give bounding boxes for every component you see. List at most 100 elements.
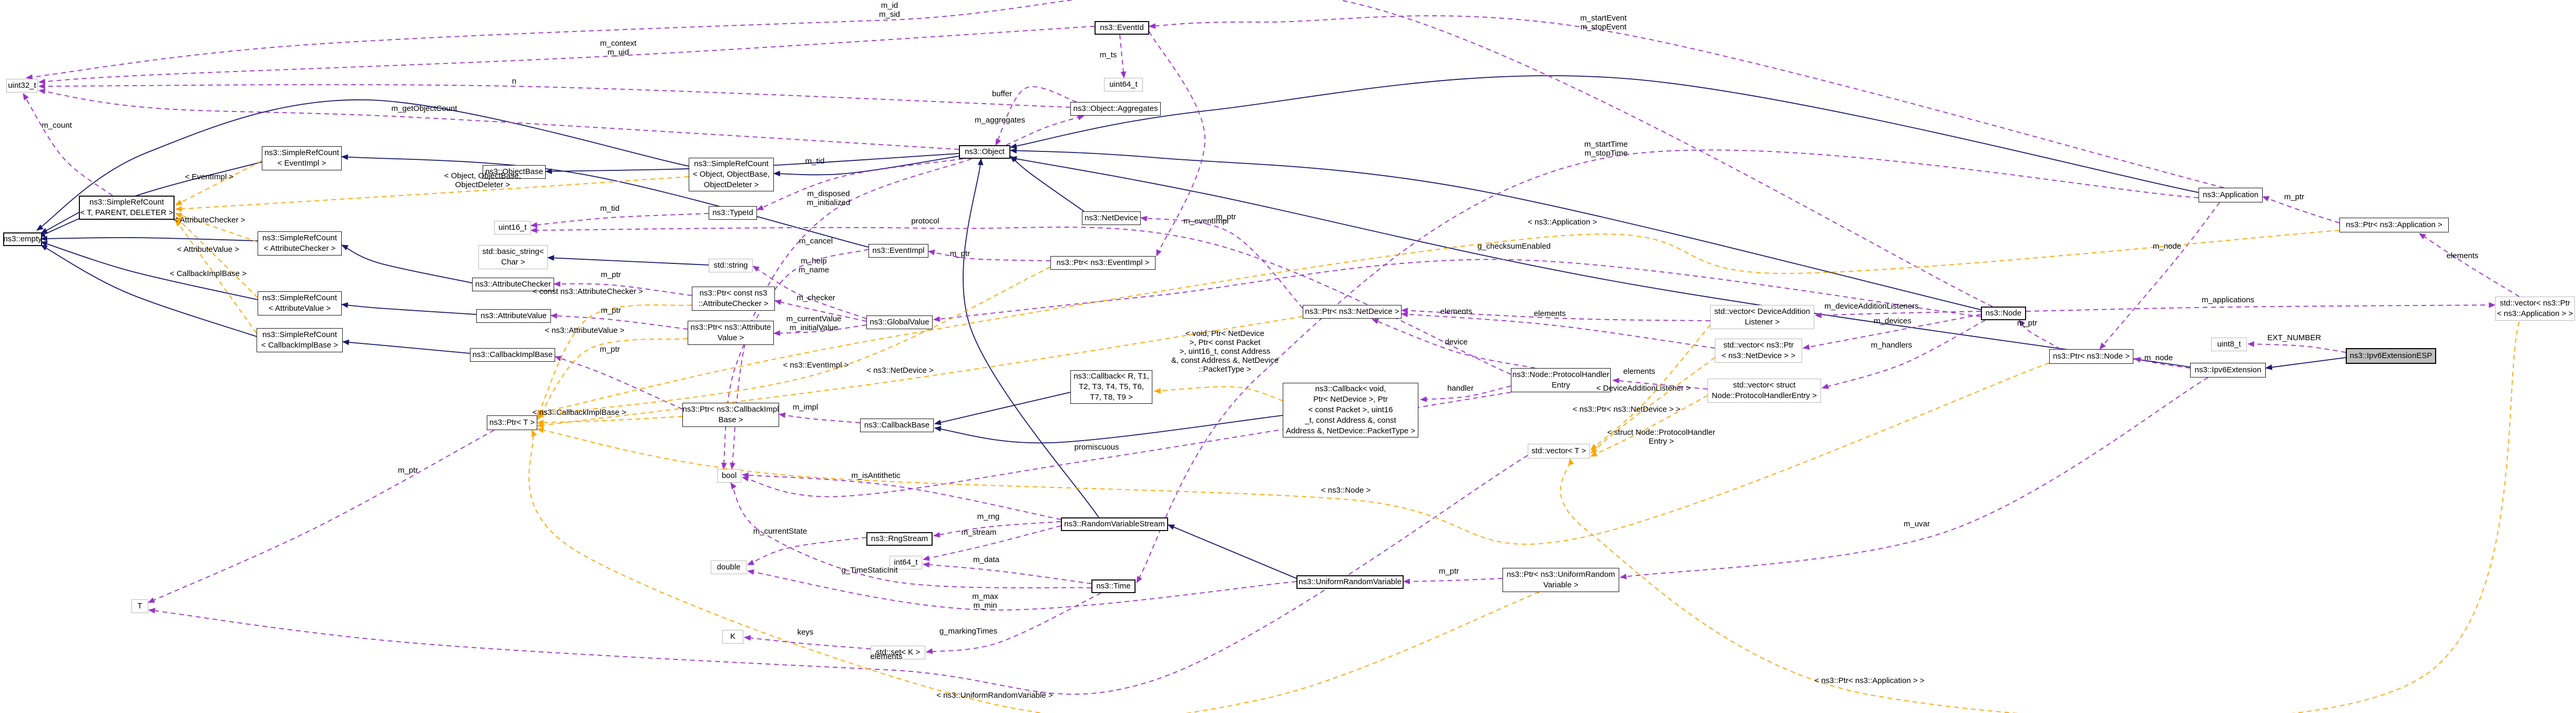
node-aggr[interactable]: ns3::Object::Aggregates: [1070, 102, 1161, 116]
edge-srcTPD-empty: [40, 212, 79, 234]
node-cbase[interactable]: ns3::CallbackBase: [860, 419, 934, 432]
node-label-line: ns3::Callback< R, T1,: [1074, 372, 1149, 381]
edge-label-vecDAL-vecT: < DeviceAdditionListener >: [1596, 384, 1690, 393]
edge-object-aggr: [1006, 115, 1085, 146]
node-srcEvent[interactable]: ns3::SimpleRefCount< EventImpl >: [262, 146, 342, 170]
node-label-line: Node::ProtocolHandlerEntry >: [1712, 391, 1817, 400]
node-netdev[interactable]: ns3::NetDevice: [1082, 211, 1141, 225]
node-empty[interactable]: ns3::empty: [3, 232, 42, 246]
node-rvs[interactable]: ns3::RandomVariableStream: [1061, 517, 1168, 531]
node-ptrCAC[interactable]: ns3::Ptr< const ns3::AttributeChecker >: [692, 287, 775, 311]
edge-label-line: < AttributeChecker >: [173, 216, 246, 225]
node-K[interactable]: K: [722, 630, 743, 644]
node-uint32[interactable]: uint32_t: [6, 79, 38, 93]
node-globalv[interactable]: ns3::GlobalValue: [866, 315, 933, 329]
node-rng[interactable]: ns3::RngStream: [866, 532, 933, 546]
node-urv[interactable]: ns3::UniformRandomVariable: [1296, 575, 1404, 589]
edge-label-line: m_stopEvent: [1580, 23, 1627, 32]
edge-label-phe-uint16: protocol: [911, 217, 939, 226]
edge-label-line: elements: [2446, 251, 2479, 260]
node-ptrApp[interactable]: ns3::Ptr< ns3::Application >: [2339, 218, 2449, 232]
node-vecT[interactable]: std::vector< T >: [1528, 444, 1590, 459]
node-srcAttrC[interactable]: ns3::SimpleRefCount< AttributeChecker >: [258, 231, 342, 256]
node-node[interactable]: ns3::Node: [1981, 307, 2026, 320]
node-label-line: K: [730, 632, 735, 641]
edge-label-line: promiscuous: [1074, 443, 1119, 452]
edge-label-aggr-uint32: n: [512, 77, 516, 86]
edge-label-cbase-ptrCIB: m_impl: [793, 403, 818, 412]
edge-label-esp-uint8: EXT_NUMBER: [2267, 333, 2322, 342]
edge-ptrNode-node: [2018, 320, 2061, 350]
edge-label-line: m_startTime: [1584, 140, 1628, 149]
node-ptrEI[interactable]: ns3::Ptr< ns3::EventImpl >: [1050, 256, 1156, 270]
node-double[interactable]: double: [711, 561, 747, 574]
edge-label-line: m_devices: [1874, 317, 1911, 325]
edge-app-eventid: [1148, 15, 2224, 188]
node-ipv6ext[interactable]: ns3::Ipv6Extension: [2190, 363, 2266, 378]
edge-label-line: m_checker: [796, 293, 835, 302]
node-ptrNode[interactable]: ns3::Ptr< ns3::Node >: [2049, 349, 2133, 364]
node-label-line: ns3::TypeId: [712, 208, 753, 217]
node-string[interactable]: std::string: [709, 259, 753, 272]
edge-label-line: m_ptr: [949, 249, 970, 258]
edge-node-globalv: [933, 259, 1981, 322]
edge-label-ptrT-T: m_ptr: [398, 466, 418, 475]
node-object[interactable]: ns3::Object: [959, 145, 1010, 159]
edge-srcTPD-uint32: [23, 93, 113, 196]
node-eventimpl[interactable]: ns3::EventImpl: [868, 244, 928, 258]
edge-eventimpl-srcEvent: [341, 154, 869, 248]
node-srcOOD[interactable]: ns3::SimpleRefCount< Object, ObjectBase,…: [689, 158, 774, 191]
node-srcCIB[interactable]: ns3::SimpleRefCount< CallbackImplBase >: [257, 328, 343, 352]
edge-label-line: < ns3::NetDevice >: [866, 366, 934, 375]
node-label-line: uint64_t: [1109, 80, 1138, 89]
node-label-line: < ns3::Application > >: [2497, 309, 2573, 318]
node-uint64[interactable]: uint64_t: [1104, 78, 1143, 91]
node-uint8[interactable]: uint8_t: [2211, 338, 2247, 351]
edge-label-line: m_context: [600, 39, 637, 48]
edge-node-vecPApp: [2026, 302, 2496, 312]
edge-label-line: < Object, ObjectBase,: [444, 171, 522, 180]
node-ptrT[interactable]: ns3::Ptr< T >: [487, 415, 537, 430]
node-eventid[interactable]: ns3::EventId: [1095, 21, 1149, 35]
node-attrC[interactable]: ns3::AttributeChecker: [472, 278, 554, 291]
node-label-line: uint8_t: [2217, 340, 2241, 349]
node-typeid[interactable]: ns3::TypeId: [709, 206, 757, 220]
edge-label-ptrURV-urv: m_ptr: [1439, 567, 1459, 576]
node-uint16[interactable]: uint16_t: [494, 221, 531, 235]
edge-label-setK-K: keys: [798, 628, 814, 637]
node-ptrND[interactable]: ns3::Ptr< ns3::NetDevice >: [1303, 305, 1402, 319]
node-time[interactable]: ns3::Time: [1091, 579, 1136, 593]
edge-label-line: m_rng: [977, 512, 1000, 521]
node-vecPApp[interactable]: std::vector< ns3::Ptr< ns3::Application …: [2495, 297, 2575, 321]
edge-object-srcOOD: [773, 156, 959, 177]
edge-label-line: m_tid: [600, 204, 620, 213]
edge-label-rvs-bool: m_isAntithetic: [851, 471, 900, 480]
node-app[interactable]: ns3::Application: [2199, 188, 2263, 202]
node-setK[interactable]: std::set< K >: [871, 646, 925, 659]
node-cbVoid[interactable]: ns3::Callback< void,Ptr< NetDevice >, Pt…: [1283, 383, 1418, 437]
node-cbR[interactable]: ns3::Callback< R, T1,T2, T3, T4, T5, T6,…: [1070, 370, 1152, 404]
edge-label-line: m_currentState: [753, 527, 807, 536]
node-T[interactable]: T: [131, 599, 148, 613]
edge-label-line: m_uvar: [1903, 520, 1930, 528]
node-cib[interactable]: ns3::CallbackImplBase: [470, 348, 555, 362]
edge-globalv-ptrCAC: [774, 299, 867, 322]
edge-time-setK: [925, 593, 1101, 654]
node-attrV[interactable]: ns3::AttributeValue: [476, 309, 551, 323]
edge-label-vecPND-ptrND: elements: [1534, 309, 1566, 318]
node-objbase[interactable]: ns3::ObjectBase: [483, 165, 546, 179]
node-srcAttrV[interactable]: ns3::SimpleRefCount< AttributeValue >: [258, 291, 342, 315]
node-bool[interactable]: bool: [717, 469, 741, 483]
node-vecPND[interactable]: std::vector< ns3::Ptr< ns3::NetDevice > …: [1715, 339, 1802, 363]
edge-label-line: m_uid: [607, 48, 629, 57]
node-bstring[interactable]: std::basic_string<Char >: [478, 245, 548, 269]
node-int64[interactable]: int64_t: [890, 556, 922, 569]
edge-label-object-typeid: m_tid: [805, 157, 825, 166]
node-srcTPD[interactable]: ns3::SimpleRefCount< T, PARENT, DELETER …: [79, 196, 175, 220]
